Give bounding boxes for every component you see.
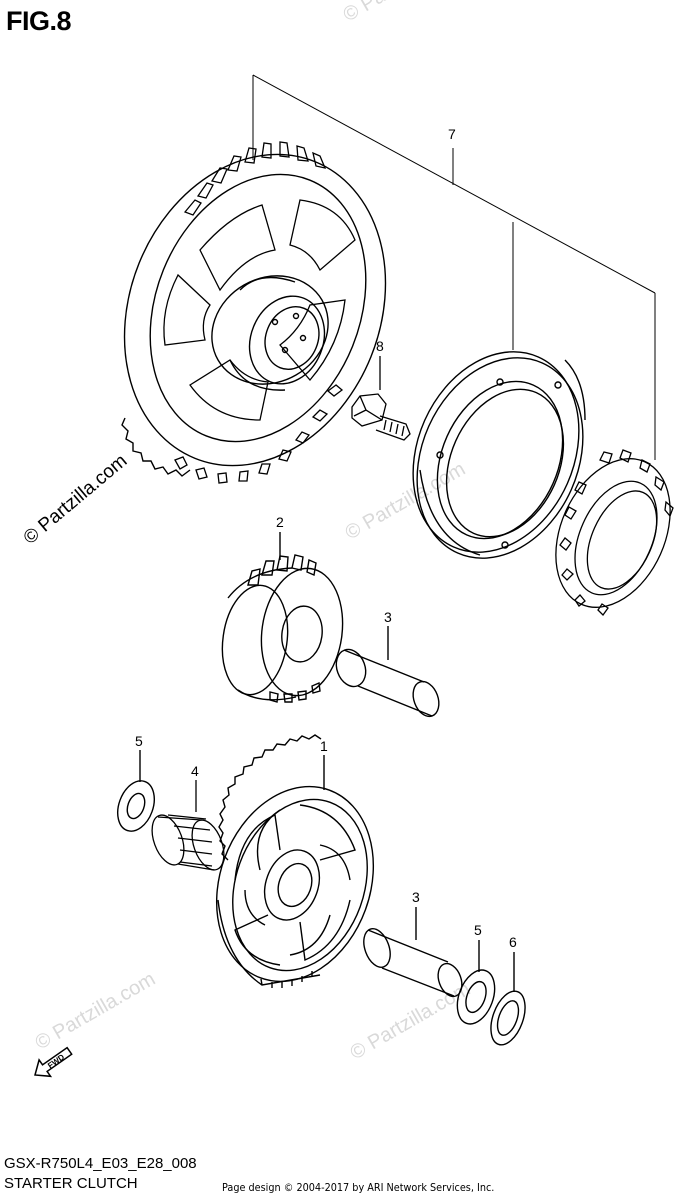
gear-1-outer-teeth bbox=[218, 734, 322, 861]
page-credit: Page design © 2004-2017 by ARI Network S… bbox=[222, 1181, 495, 1194]
watermark-main: © Partzilla.com bbox=[20, 450, 132, 548]
gear-7-teeth bbox=[121, 417, 191, 477]
sprag-cage bbox=[555, 449, 674, 617]
part-7-bracket bbox=[252, 74, 656, 460]
gear-7-hub bbox=[211, 275, 329, 391]
callout-part-1: 1 bbox=[320, 738, 328, 754]
starter-driven-gear-part-7 bbox=[121, 141, 387, 484]
gear-7-tooth-row bbox=[174, 141, 344, 484]
gear-1-spokes bbox=[244, 809, 351, 956]
watermark-faint-4: © Partzilla.com bbox=[340, 0, 468, 26]
callout-part-4: 4 bbox=[191, 763, 199, 779]
idle-gear-part-2 bbox=[221, 532, 344, 703]
callout-part-5-right: 5 bbox=[474, 922, 482, 938]
clutch-housing-ring bbox=[412, 351, 586, 559]
starter-idle-gear-part-1 bbox=[215, 734, 375, 988]
figure-title: FIG.8 bbox=[6, 6, 72, 36]
bolt-part-8 bbox=[351, 356, 411, 441]
assembly-name: STARTER CLUTCH bbox=[4, 1175, 138, 1192]
gear-7-outer-rim bbox=[123, 153, 387, 467]
shaft-part-3-upper bbox=[335, 626, 440, 718]
watermark-faint-2: © Partzilla.com bbox=[32, 968, 160, 1054]
callout-part-2: 2 bbox=[276, 514, 284, 530]
watermark-faint-1: © Partzilla.com bbox=[342, 458, 470, 544]
washer-part-6 bbox=[490, 952, 526, 1046]
shaft-part-3-lower bbox=[363, 907, 463, 998]
gear-7-spokes bbox=[163, 199, 356, 421]
model-code: GSX-R750L4_E03_E28_008 bbox=[4, 1155, 197, 1172]
watermark-faint-3: © Partzilla.com bbox=[347, 978, 475, 1064]
washer-part-5-left bbox=[117, 750, 155, 832]
callout-part-3-upper: 3 bbox=[384, 609, 392, 625]
callout-part-7: 7 bbox=[448, 126, 456, 142]
callout-part-6: 6 bbox=[509, 934, 517, 950]
callout-part-3-lower: 3 bbox=[412, 889, 420, 905]
gear-7-inner-rim bbox=[149, 173, 367, 443]
washer-part-5-right bbox=[456, 940, 496, 1025]
needle-bearing-part-4 bbox=[151, 780, 225, 871]
callout-part-8: 8 bbox=[376, 338, 384, 354]
fwd-arrow-icon: FWD bbox=[34, 1046, 73, 1078]
callout-part-5-left: 5 bbox=[135, 733, 143, 749]
